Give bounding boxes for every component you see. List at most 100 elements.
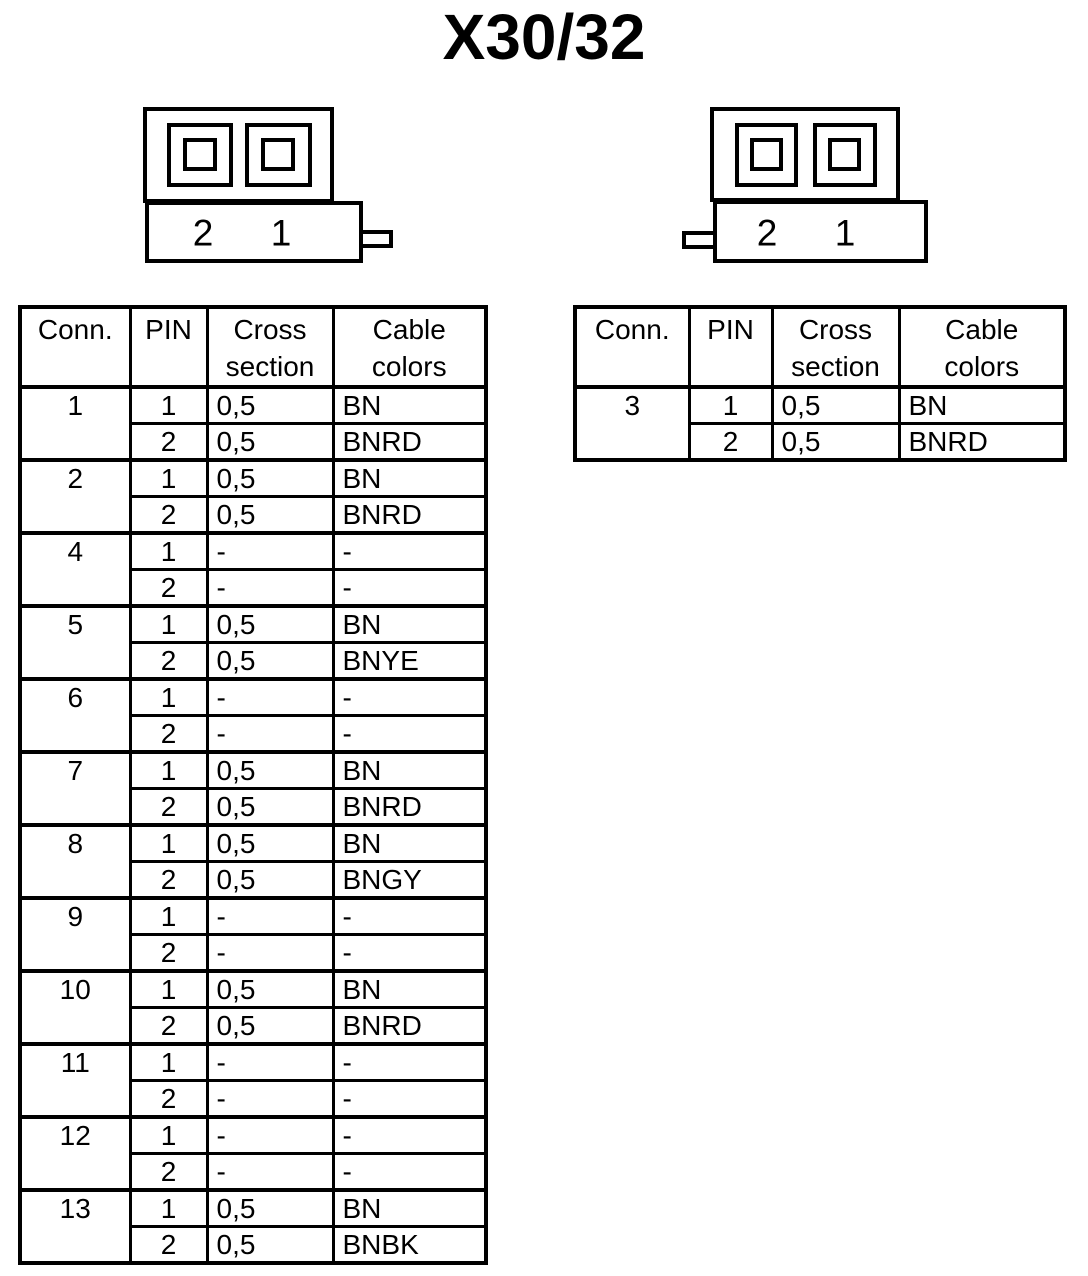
connector-diagram-left: 2 1 — [143, 107, 393, 263]
col-header-cross: Cross section — [770, 305, 901, 389]
cross-cell: 0,5 — [205, 641, 335, 681]
pin-number-label: 2 — [756, 212, 778, 254]
pin-1-cavity-inner — [261, 138, 295, 171]
table-row: 2-- — [20, 568, 488, 608]
cable-cell: BNGY — [331, 860, 488, 900]
cross-cell: - — [205, 1079, 335, 1119]
cross-cell: 0,5 — [205, 422, 335, 462]
cable-cell: BN — [331, 823, 488, 863]
pin-cell: 2 — [128, 422, 209, 462]
pin-cell: 2 — [128, 1152, 209, 1192]
cross-cell: - — [205, 896, 335, 936]
cable-cell: BNYE — [331, 641, 488, 681]
connector-number-cell: 5 — [18, 604, 132, 681]
cross-cell: - — [205, 1042, 335, 1082]
cross-cell: 0,5 — [205, 750, 335, 790]
pin-2-cavity-inner — [183, 138, 217, 171]
pin-cell: 2 — [128, 1006, 209, 1046]
pin-1-cavity-outer — [245, 123, 312, 187]
pin-cell: 2 — [128, 933, 209, 973]
pin-cell: 2 — [128, 860, 209, 900]
cross-cell: - — [205, 714, 335, 754]
col-header-cable: Cable colors — [331, 305, 488, 389]
pin-cell: 2 — [687, 422, 774, 462]
pin-1-cavity-inner — [828, 138, 861, 171]
pin-2-cavity-inner — [750, 138, 783, 171]
pin-cell: 2 — [128, 495, 209, 535]
cable-cell: BN — [331, 1188, 488, 1228]
cross-cell: 0,5 — [205, 787, 335, 827]
table-header-row: Conn. PIN Cross section Cable colors — [573, 305, 1067, 389]
cross-cell: 0,5 — [205, 1188, 335, 1228]
cable-cell: BN — [331, 750, 488, 790]
pin-number-label: 2 — [192, 212, 214, 254]
cross-cell: 0,5 — [205, 1006, 335, 1046]
connector-number-cell: 2 — [18, 458, 132, 535]
cross-cell: 0,5 — [770, 385, 901, 425]
pin-cell: 1 — [128, 604, 209, 644]
pin-number-label: 1 — [270, 212, 292, 254]
col-header-cable: Cable colors — [897, 305, 1067, 389]
cross-cell: - — [205, 568, 335, 608]
cable-cell: BN — [331, 458, 488, 498]
pin-2-cavity-outer — [167, 123, 233, 187]
cross-cell: 0,5 — [205, 823, 335, 863]
pin-cell: 1 — [128, 677, 209, 717]
cross-cell: - — [205, 1152, 335, 1192]
cable-cell: - — [331, 1152, 488, 1192]
page-title: X30/32 — [442, 1, 646, 73]
table-row: 2-- — [20, 714, 488, 754]
pin-cell: 1 — [128, 1115, 209, 1155]
connector-diagram-right: 2 1 — [682, 107, 928, 263]
connector-number-cell: 3 — [573, 385, 691, 462]
cross-cell: - — [205, 933, 335, 973]
cable-cell: BN — [331, 604, 488, 644]
pin-cell: 1 — [687, 385, 774, 425]
cable-cell: - — [331, 1079, 488, 1119]
pin-2-cavity-outer — [735, 123, 798, 187]
connector-base-plate — [713, 200, 928, 263]
pin-cell: 1 — [128, 531, 209, 571]
pin-cell: 2 — [128, 1225, 209, 1265]
connector-number-cell: 13 — [18, 1188, 132, 1265]
cable-cell: - — [331, 714, 488, 754]
pin-cell: 1 — [128, 385, 209, 425]
cross-cell: 0,5 — [205, 860, 335, 900]
col-header-pin: PIN — [687, 305, 774, 389]
cable-cell: BNBK — [331, 1225, 488, 1265]
cross-cell: - — [205, 1115, 335, 1155]
connector-number-cell: 7 — [18, 750, 132, 827]
connector-number-cell: 9 — [18, 896, 132, 973]
cross-cell: 0,5 — [205, 969, 335, 1009]
pin-cell: 1 — [128, 1188, 209, 1228]
col-header-conn: Conn. — [573, 305, 691, 389]
connector-number-cell: 12 — [18, 1115, 132, 1192]
cable-cell: BN — [331, 969, 488, 1009]
cable-cell: BN — [331, 385, 488, 425]
col-header-pin: PIN — [128, 305, 209, 389]
connector-base-plate — [145, 201, 363, 263]
cable-cell: - — [331, 896, 488, 936]
cross-cell: 0,5 — [205, 385, 335, 425]
table-row: 2-- — [20, 1079, 488, 1119]
cable-cell: BN — [897, 385, 1067, 425]
pin-cell: 2 — [128, 714, 209, 754]
cable-cell: BNRD — [331, 422, 488, 462]
